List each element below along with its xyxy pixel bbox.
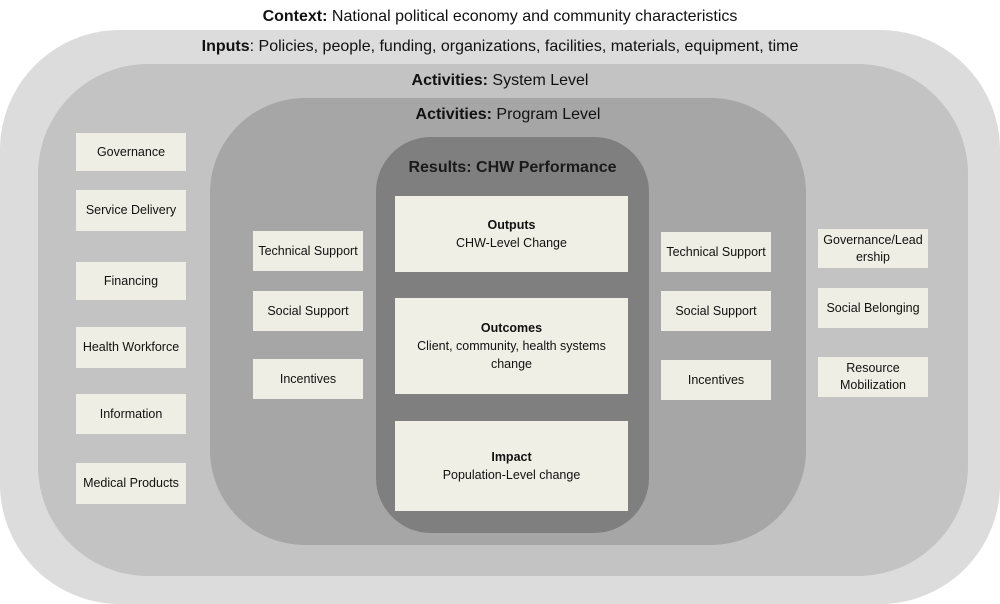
inputs-heading: Inputs: Policies, people, funding, organ… — [0, 37, 1000, 57]
system-item-health-workforce: Health Workforce — [76, 327, 186, 368]
outputs-title: Outputs — [487, 218, 536, 232]
program-right-item-technical-support: Technical Support — [661, 232, 771, 272]
impact-title: Impact — [491, 450, 532, 464]
program-level-text: Program Level — [491, 106, 601, 123]
context-label: Context: — [262, 8, 328, 25]
system-item-medical-products: Medical Products — [76, 463, 186, 504]
system-level-label: Activities: — [411, 72, 488, 89]
program-level-label: Activities: — [415, 106, 492, 123]
program-right-item-incentives: Incentives — [661, 360, 771, 400]
system-level-heading: Activities: System Level — [0, 71, 1000, 91]
outputs-box: Outputs CHW-Level Change — [395, 196, 628, 272]
system-item-governance: Governance — [76, 133, 186, 171]
program-level-heading: Activities: Program Level — [210, 105, 806, 125]
program-right-item-social-support: Social Support — [661, 291, 771, 331]
outcomes-title: Outcomes — [480, 321, 543, 335]
outcomes-box: Outcomes Client, community, health syste… — [395, 298, 628, 394]
program-left-item-technical-support: Technical Support — [253, 231, 363, 271]
system-item-information: Information — [76, 394, 186, 434]
impact-box: Impact Population-Level change — [395, 421, 628, 511]
outcomes-text: Client, community, health systems change — [417, 339, 606, 371]
inputs-label: Inputs — [201, 38, 250, 55]
community-item-resource-mobilization: Resource Mobilization — [818, 357, 928, 397]
community-item-governance-leadership: Governance/Leadership — [818, 229, 928, 268]
system-level-text: System Level — [487, 72, 589, 89]
outputs-text: CHW-Level Change — [456, 236, 567, 250]
program-left-item-incentives: Incentives — [253, 359, 363, 399]
context-text: National political economy and community… — [327, 8, 738, 25]
impact-text: Population-Level change — [442, 468, 581, 482]
inputs-text: : Policies, people, funding, organizatio… — [249, 38, 799, 55]
context-heading: Context: National political economy and … — [0, 7, 1000, 27]
community-item-social-belonging: Social Belonging — [818, 288, 928, 328]
program-left-item-social-support: Social Support — [253, 291, 363, 331]
system-item-financing: Financing — [76, 262, 186, 300]
results-heading: Results: CHW Performance — [408, 159, 617, 176]
system-item-service-delivery: Service Delivery — [76, 190, 186, 231]
